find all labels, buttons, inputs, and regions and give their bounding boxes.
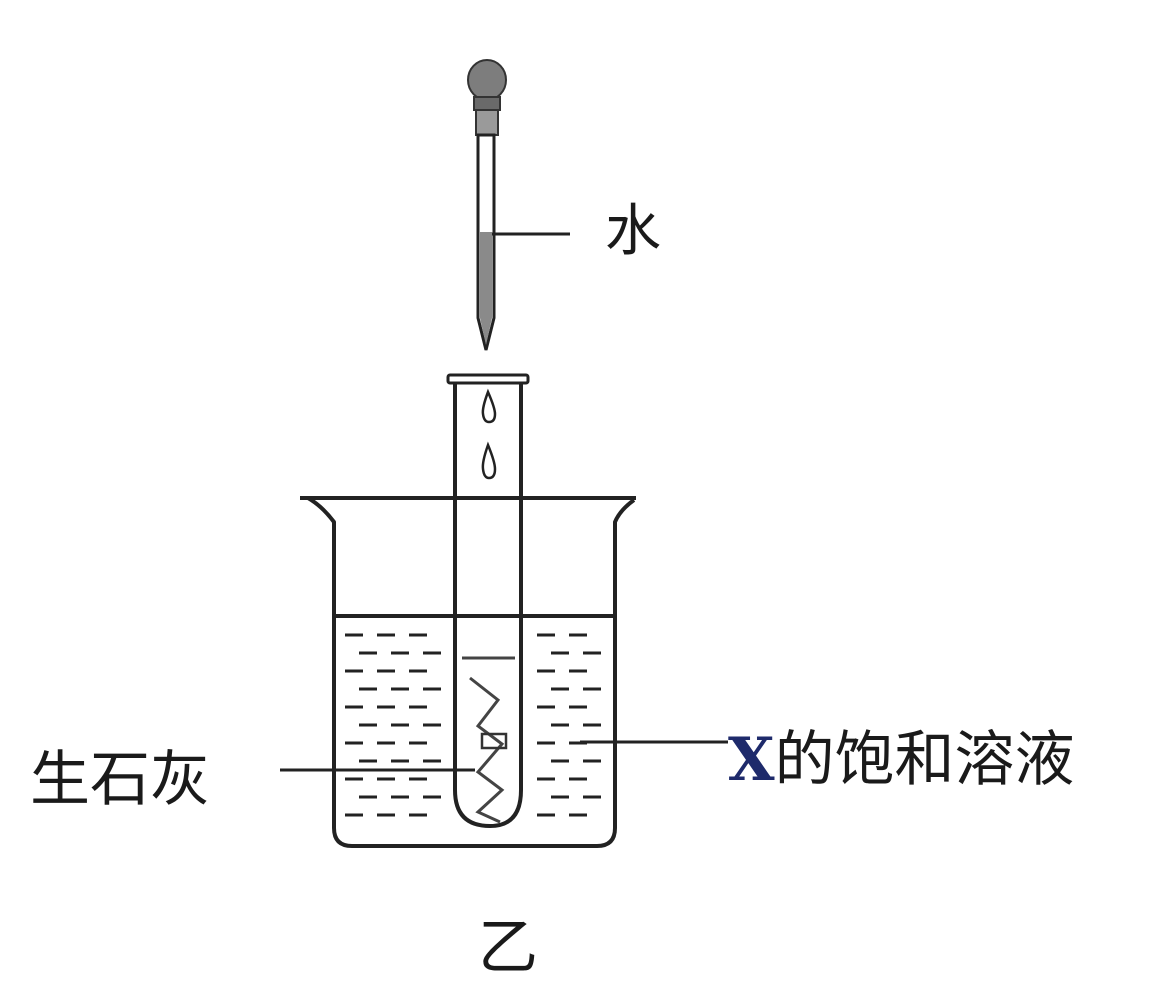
test-tube	[446, 373, 530, 829]
liquid-dashes	[345, 633, 601, 817]
water-drop	[481, 388, 497, 424]
water-label: 水	[605, 199, 661, 264]
diagram-caption: 乙	[478, 913, 538, 983]
quicklime-label: 生石灰	[30, 745, 210, 815]
water-drop	[481, 441, 497, 480]
test-tube-rim	[446, 373, 530, 385]
quicklime-block	[480, 732, 508, 750]
beaker-liquid-surface	[336, 614, 614, 618]
solution-label: X的饱和溶液	[728, 725, 1075, 795]
test-tube-body	[453, 383, 523, 829]
dropper-collar	[473, 96, 501, 111]
dropper	[467, 59, 570, 351]
solution-x-letter: X	[728, 725, 775, 795]
dropper-water	[480, 232, 492, 345]
solution-label-rest: 的饱和溶液	[775, 725, 1075, 795]
dropper-neck	[475, 109, 499, 136]
quicklime-solid	[462, 656, 515, 824]
dropper-bulb	[467, 59, 507, 101]
beaker	[300, 496, 636, 848]
